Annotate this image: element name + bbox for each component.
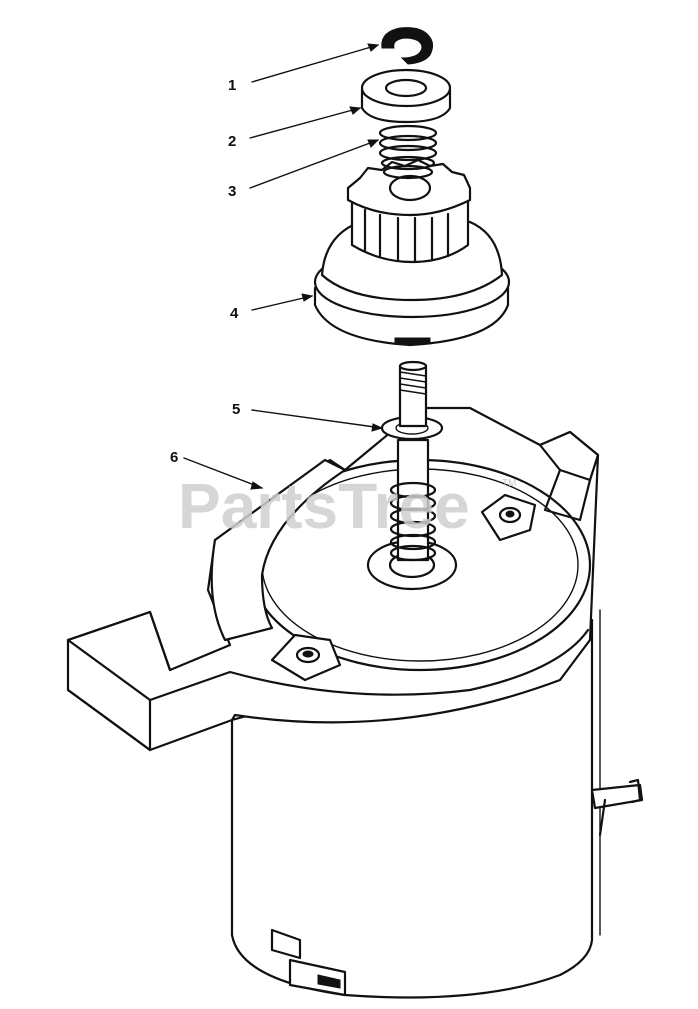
callout-3[interactable]: 3: [228, 183, 236, 200]
callout-2[interactable]: 2: [228, 133, 236, 150]
retaining-ring-shape: [381, 27, 434, 65]
top-bracket: [538, 430, 600, 482]
watermark-tm: TM: [502, 478, 516, 489]
leader-line-5: [251, 409, 383, 429]
gear-tooth-lines: [363, 208, 450, 264]
stop-nut: [360, 68, 452, 124]
callouts: 1 2 3 4 5 6: [170, 43, 384, 490]
shaft-threads: [399, 371, 427, 395]
bolt-boss-right: [480, 493, 537, 542]
leader-arrow-1: [367, 43, 380, 52]
shaft-spring-assembly: [380, 360, 444, 562]
pinion-bore: [388, 174, 432, 202]
watermark-text: PartsTree: [178, 470, 470, 542]
leader-line-3: [249, 139, 379, 189]
terminal-post-tip: [628, 778, 642, 804]
spring: [378, 124, 438, 180]
leader-line-2: [249, 107, 361, 139]
terminal-post: [590, 783, 644, 810]
leader-arrow-5: [371, 423, 384, 432]
flange-lower-rim: [148, 628, 590, 702]
stop-nut-hole: [384, 78, 428, 98]
leader-arrow-3: [367, 139, 380, 148]
flange-front-face: [66, 610, 172, 672]
shaft-top-end: [398, 360, 428, 372]
bolt-boss-left: [270, 633, 342, 682]
callout-4[interactable]: 4: [230, 305, 239, 322]
crescent-shield: [210, 458, 347, 642]
pinion-slot: [394, 337, 431, 345]
retaining-ring: [381, 27, 434, 65]
flange-bottom-edge: [66, 638, 152, 752]
top-bracket-fold: [543, 468, 592, 522]
leader-line-1: [251, 44, 379, 83]
watermark: PartsTree TM: [178, 470, 516, 542]
callout-1[interactable]: 1: [228, 77, 236, 94]
bottom-tab-left: [270, 928, 302, 960]
bottom-tab-slot: [317, 974, 341, 989]
terminal-lead: [598, 798, 607, 837]
drive-pinion-gear: [313, 158, 511, 347]
leader-arrow-4: [301, 293, 314, 302]
leader-arrow-2: [349, 106, 362, 115]
leader-line-4: [251, 295, 313, 311]
leader-arrow-6: [250, 481, 264, 490]
callout-6[interactable]: 6: [170, 449, 178, 466]
leader-line-6: [183, 457, 263, 489]
lower-spring: [389, 481, 437, 562]
callout-5[interactable]: 5: [232, 401, 240, 418]
